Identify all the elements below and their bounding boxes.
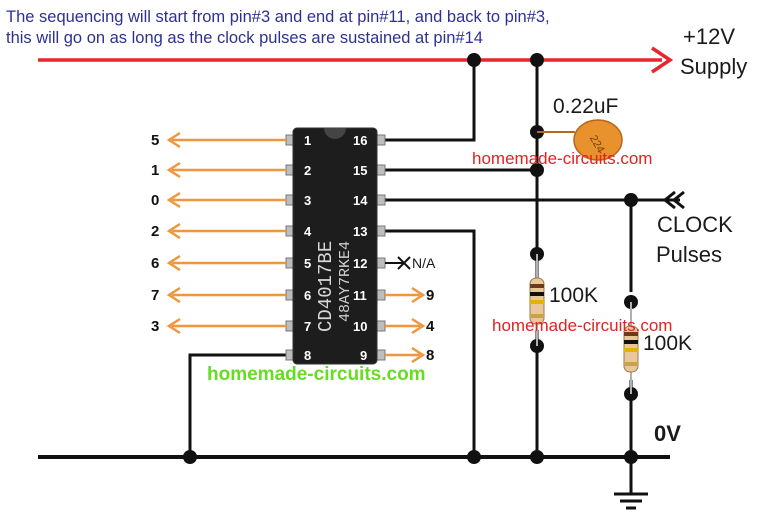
- resistor-right-value: 100K: [643, 332, 692, 355]
- pin-number: 4: [304, 224, 312, 239]
- pin-number: 10: [353, 319, 367, 334]
- ic-part-number: CD4017BE: [315, 241, 337, 332]
- pin-number: 13: [353, 224, 367, 239]
- output-number: 6: [151, 255, 159, 272]
- ground-symbol-icon: [614, 457, 648, 510]
- output-number: 0: [151, 192, 159, 209]
- output-arrow-icon: [411, 286, 426, 304]
- pin-number: 8: [304, 348, 311, 363]
- resistor-right: [623, 302, 639, 394]
- watermark-red-1: homemade-circuits.com: [472, 149, 652, 168]
- no-connect-label: N/A: [412, 255, 436, 271]
- watermark-red-2: homemade-circuits.com: [492, 316, 672, 335]
- ic-cd4017: CD4017BE 48AY7RKE4 123456781615141312111…: [285, 127, 386, 365]
- supply-arrow-icon: [651, 46, 674, 74]
- supply-label: Supply: [680, 54, 747, 79]
- pin-number: 6: [304, 288, 311, 303]
- output-number: 5: [151, 132, 159, 149]
- resistor-left: [529, 254, 545, 346]
- output-arrow-icon: [166, 222, 181, 240]
- clock-label-2: Pulses: [656, 242, 722, 267]
- pin-number: 7: [304, 319, 311, 334]
- pin-number: 16: [353, 133, 367, 148]
- ic-notch: [324, 128, 346, 139]
- right-outputs: N/A 9 4 8: [385, 255, 436, 364]
- output-number: 7: [151, 287, 159, 304]
- clock-input-icon: [662, 190, 685, 210]
- output-arrow-icon: [166, 254, 181, 272]
- pin-number: 9: [360, 348, 367, 363]
- output-arrow-icon: [166, 131, 181, 149]
- output-number: 8: [426, 347, 434, 364]
- output-number: 1: [151, 162, 159, 179]
- annotation-line-1: The sequencing will start from pin#3 and…: [6, 8, 550, 26]
- pin-number: 14: [353, 193, 368, 208]
- left-outputs: 5 1 0 2 6 7 3: [151, 131, 286, 335]
- output-arrow-icon: [411, 346, 426, 364]
- output-arrow-icon: [166, 191, 181, 209]
- pin-number: 11: [353, 288, 367, 303]
- capacitor: 224: [537, 119, 623, 161]
- supply-voltage-label: +12V: [683, 24, 735, 49]
- ground-label: 0V: [654, 421, 681, 446]
- pin-number: 1: [304, 133, 311, 148]
- output-arrow-icon: [166, 317, 181, 335]
- ic-date-code: 48AY7RKE4: [337, 241, 354, 322]
- output-arrow-icon: [411, 317, 426, 335]
- pin-number: 5: [304, 256, 311, 271]
- no-connect-icon: [397, 256, 411, 270]
- resistor-left-value: 100K: [549, 284, 598, 307]
- clock-label-1: CLOCK: [657, 212, 733, 237]
- pin-number: 15: [353, 163, 367, 178]
- output-number: 2: [151, 223, 159, 240]
- watermark-green: homemade-circuits.com: [207, 364, 426, 385]
- output-arrow-icon: [166, 161, 181, 179]
- output-number: 4: [426, 318, 435, 335]
- capacitor-value: 0.22uF: [553, 95, 618, 118]
- annotation-line-2: this will go on as long as the clock pul…: [6, 29, 483, 47]
- pin-number: 3: [304, 193, 311, 208]
- pin-number: 2: [304, 163, 311, 178]
- output-number: 3: [151, 318, 159, 335]
- output-number: 9: [426, 287, 434, 304]
- output-arrow-icon: [166, 286, 181, 304]
- pin-number: 12: [353, 256, 367, 271]
